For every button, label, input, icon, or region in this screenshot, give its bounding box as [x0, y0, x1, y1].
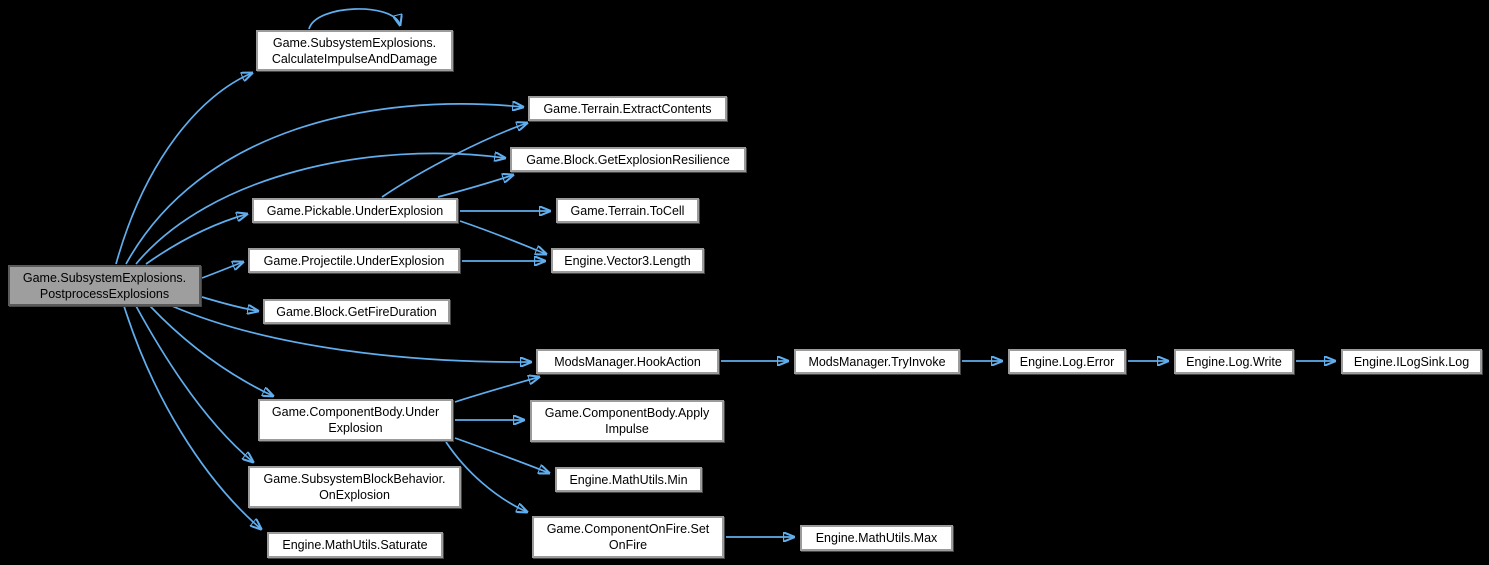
node-label: Engine.Log.Write [1186, 354, 1282, 369]
edge-componentbody-to-mathutils-min [454, 437, 549, 473]
node-calculate-impulse-and-damage[interactable]: Game.SubsystemExplosions. CalculateImpul… [256, 30, 453, 71]
node-label: Engine.MathUtils.Min [569, 472, 688, 487]
node-label: Game.SubsystemBlockBehavior. OnExplosion [263, 472, 446, 502]
node-label: Engine.Vector3.Length [564, 253, 691, 268]
node-label: ModsManager.TryInvoke [808, 354, 946, 369]
node-mathutils-min[interactable]: Engine.MathUtils.Min [555, 467, 702, 492]
node-terrain-to-cell[interactable]: Game.Terrain.ToCell [556, 198, 699, 223]
edge-root-to-componentbody-under-explosion [149, 305, 273, 396]
node-mathutils-max[interactable]: Engine.MathUtils.Max [800, 525, 953, 551]
edge-pickable-to-block-get-explosion-resilience [437, 175, 513, 198]
node-label: Engine.ILogSink.Log [1353, 354, 1470, 369]
node-mathutils-saturate[interactable]: Engine.MathUtils.Saturate [267, 532, 443, 558]
edge-root-to-calculate-impulse-and-damage [115, 73, 252, 265]
node-modsmanager-hook-action[interactable]: ModsManager.HookAction [536, 349, 719, 374]
edge-pickable-to-terrain-extract-contents [381, 123, 527, 198]
node-label: Game.ComponentOnFire.Set OnFire [546, 522, 710, 552]
node-label: Game.ComponentBody.Apply Impulse [544, 406, 710, 436]
node-label: ModsManager.HookAction [554, 354, 701, 369]
node-label: Game.Projectile.UnderExplosion [263, 253, 445, 268]
node-label: Game.SubsystemExplosions. PostprocessExp… [22, 270, 187, 301]
node-pickable-under-explosion[interactable]: Game.Pickable.UnderExplosion [252, 198, 458, 223]
node-terrain-extract-contents[interactable]: Game.Terrain.ExtractContents [528, 96, 727, 121]
edge-root-to-modsmanager-hook-action [171, 305, 531, 362]
node-label: Game.Block.GetFireDuration [276, 304, 437, 319]
node-block-get-explosion-resilience[interactable]: Game.Block.GetExplosionResilience [510, 147, 746, 172]
edge-componentbody-to-set-on-fire [445, 441, 527, 512]
edge-root-to-terrain-extract-contents [125, 104, 523, 265]
node-label: Engine.Log.Error [1019, 354, 1115, 369]
edge-root-to-mathutils-saturate [123, 305, 261, 529]
node-label: Game.SubsystemExplosions. CalculateImpul… [271, 35, 438, 66]
edge-root-to-subsystemblockbehavior-on-explosion [135, 305, 253, 462]
node-label: Game.Pickable.UnderExplosion [266, 203, 444, 218]
node-componentbody-apply-impulse[interactable]: Game.ComponentBody.Apply Impulse [530, 400, 724, 442]
edge-pickable-to-vector3-length [459, 220, 546, 254]
node-modsmanager-try-invoke[interactable]: ModsManager.TryInvoke [794, 349, 960, 374]
node-vector3-length[interactable]: Engine.Vector3.Length [551, 248, 704, 273]
edge-root-to-pickable-under-explosion [145, 214, 247, 265]
node-label: Game.Terrain.ToCell [570, 203, 685, 218]
edge-root-to-block-get-fire-duration [201, 296, 258, 311]
node-ilogsink-log[interactable]: Engine.ILogSink.Log [1341, 349, 1482, 374]
node-componentonfire-set-on-fire[interactable]: Game.ComponentOnFire.Set OnFire [532, 516, 724, 558]
node-label: Game.Block.GetExplosionResilience [526, 152, 730, 167]
node-label: Game.ComponentBody.Under Explosion [271, 405, 440, 435]
node-subsystemblockbehavior-on-explosion[interactable]: Game.SubsystemBlockBehavior. OnExplosion [248, 466, 461, 508]
node-label: Game.Terrain.ExtractContents [543, 101, 712, 116]
node-projectile-under-explosion[interactable]: Game.Projectile.UnderExplosion [248, 248, 460, 273]
edge-root-to-block-get-explosion-resilience [135, 153, 505, 265]
node-label: Engine.MathUtils.Max [815, 531, 938, 545]
node-label: Engine.MathUtils.Saturate [282, 538, 428, 552]
edge-componentbody-to-hook-action [454, 377, 539, 403]
node-componentbody-under-explosion[interactable]: Game.ComponentBody.Under Explosion [258, 399, 453, 441]
node-log-error[interactable]: Engine.Log.Error [1008, 349, 1126, 374]
node-postprocess-explosions[interactable]: Game.SubsystemExplosions. PostprocessExp… [8, 265, 201, 306]
node-block-get-fire-duration[interactable]: Game.Block.GetFireDuration [263, 299, 450, 324]
edge-calculate-impulse-and-damage-self-loop [308, 8, 400, 30]
node-log-write[interactable]: Engine.Log.Write [1174, 349, 1294, 374]
edge-root-to-projectile-under-explosion [201, 262, 243, 279]
